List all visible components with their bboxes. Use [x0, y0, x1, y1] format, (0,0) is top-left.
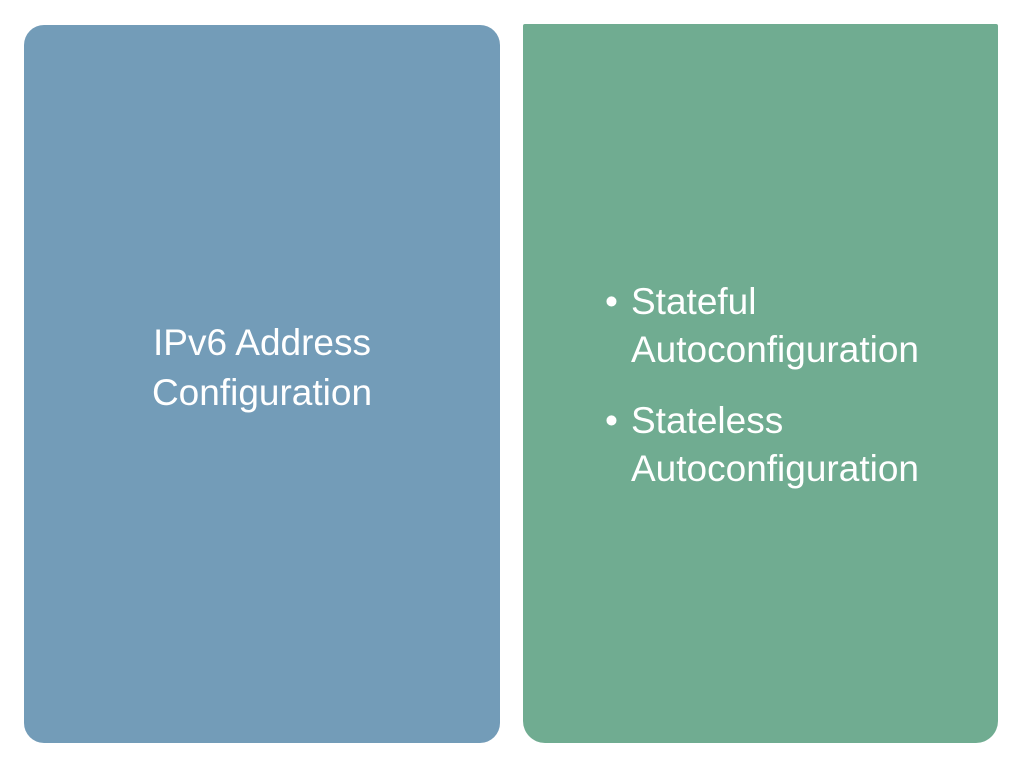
bullet-list: • Stateful Autoconfiguration • Stateless…	[605, 278, 985, 516]
list-item-label: Stateless Autoconfiguration	[631, 400, 919, 489]
right-panel: • Stateful Autoconfiguration • Stateless…	[523, 24, 998, 743]
list-item: • Stateless Autoconfiguration	[605, 397, 985, 493]
list-item: • Stateful Autoconfiguration	[605, 278, 985, 374]
bullet-icon: •	[605, 400, 618, 441]
left-panel: IPv6 Address Configuration	[24, 25, 500, 743]
bullet-icon: •	[605, 281, 618, 322]
panel-title: IPv6 Address Configuration	[151, 322, 373, 413]
list-item-label: Stateful Autoconfiguration	[631, 281, 919, 370]
